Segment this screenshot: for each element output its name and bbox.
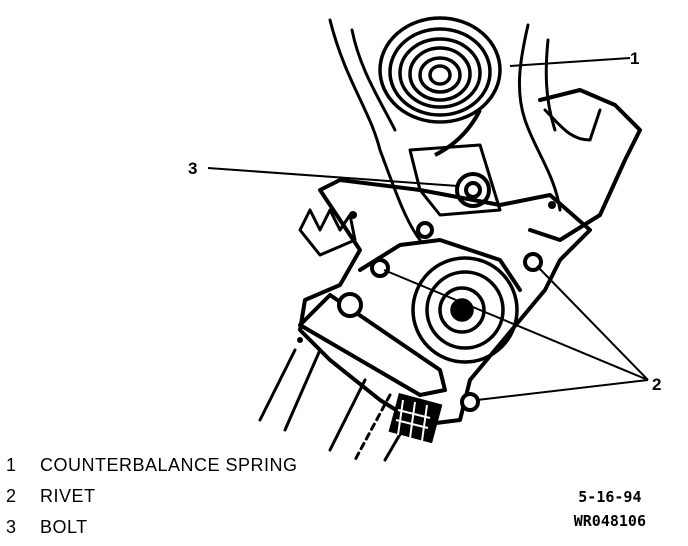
legend-number: 1 (6, 455, 17, 475)
counterbalance-spring (378, 16, 502, 157)
leader-2b (536, 265, 649, 381)
legend-item: 1 COUNTERBALANCE SPRING (6, 450, 298, 481)
legend-label: COUNTERBALANCE SPRING (40, 455, 298, 475)
legend-item: 3 BOLT (6, 512, 298, 543)
drawing-date: 5-16-94 (578, 488, 642, 506)
rack (298, 208, 357, 257)
sector-plate (528, 88, 642, 242)
wire-connector (388, 392, 443, 444)
legend-label: BOLT (40, 517, 88, 537)
slide-bracket (298, 293, 447, 397)
parts-legend: 1 COUNTERBALANCE SPRING 2 RIVET 3 BOLT (6, 450, 298, 543)
leader-3 (207, 167, 459, 187)
legend-number: 2 (6, 486, 17, 506)
rivet-bracket (337, 292, 363, 318)
bolt (455, 172, 491, 208)
callout-3: 3 (188, 159, 198, 178)
housing-outline (328, 18, 422, 242)
legend-label: RIVET (40, 486, 96, 506)
leader-2c (476, 379, 649, 401)
leader-2a (383, 269, 649, 381)
gear-housing (411, 256, 519, 364)
legend-number: 3 (6, 517, 17, 537)
drawing-info: 5-16-94 WR048106 (574, 485, 646, 533)
rivet-lower (460, 392, 480, 412)
legend-item: 2 RIVET (6, 481, 298, 512)
leader-lines (207, 57, 649, 401)
drawing-id: WR048106 (573, 512, 646, 530)
rivet-left (370, 258, 390, 278)
arm (358, 238, 522, 292)
leader-1 (509, 57, 631, 67)
callout-1: 1 (630, 49, 640, 68)
callout-2: 2 (652, 375, 662, 394)
